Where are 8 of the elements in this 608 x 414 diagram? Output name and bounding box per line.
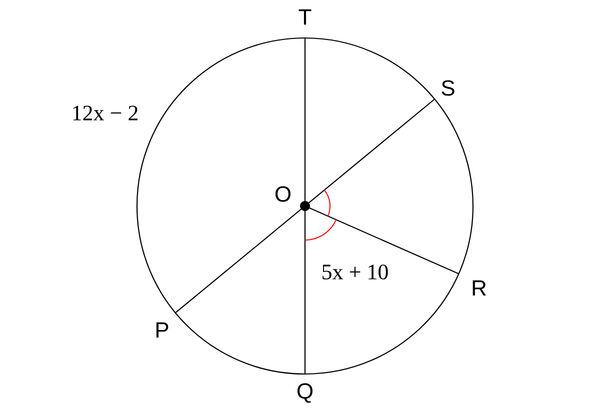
point-label: S (442, 80, 454, 96)
point-label: O (275, 186, 290, 202)
angle-label: 5x + 10 (322, 264, 388, 280)
point-label: R (472, 280, 486, 296)
point-label: P (156, 322, 168, 338)
point-label: Q (297, 383, 312, 403)
angle-label: 12x − 2 (73, 106, 138, 120)
point-label: T (298, 9, 312, 25)
